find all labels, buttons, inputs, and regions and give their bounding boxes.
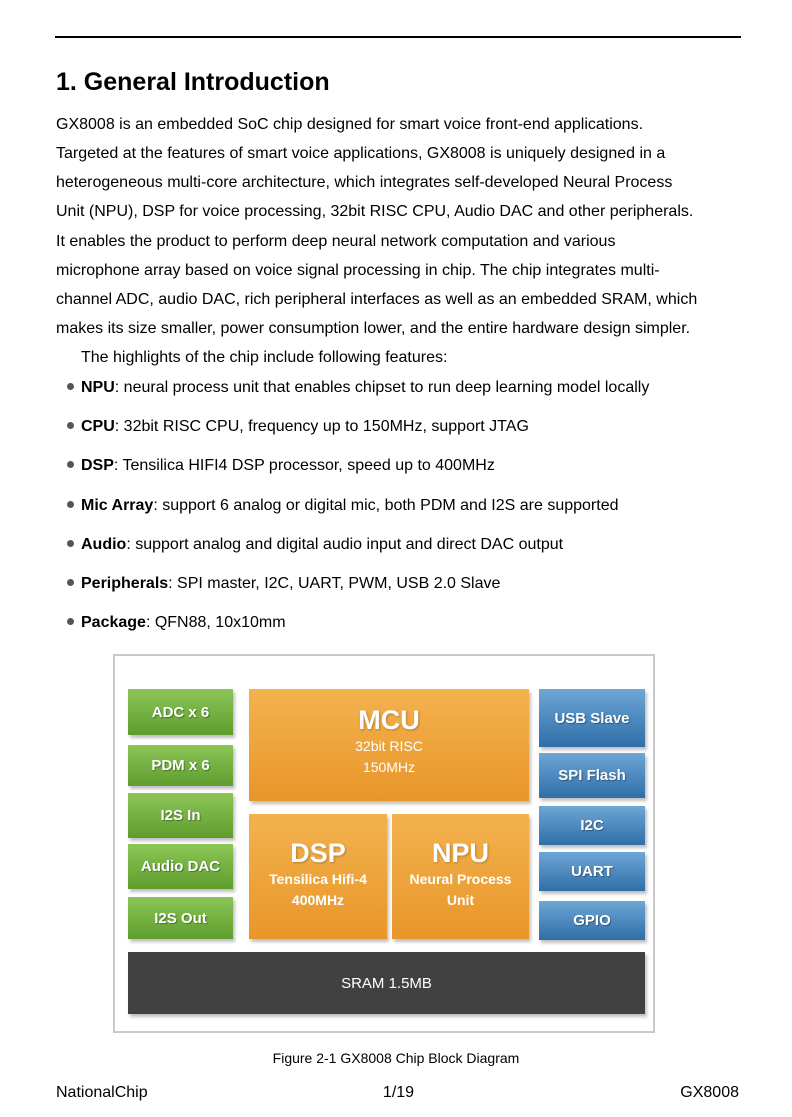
npu-line1: Neural Process [409,871,512,887]
feature-term: CPU [81,418,115,435]
feature-term: Audio [81,536,127,553]
npu-title: NPU [431,838,489,868]
feature-text: : support analog and digital audio input… [126,536,564,553]
paragraph-line: microphone array based on voice signal p… [56,262,660,279]
highlights-intro: The highlights of the chip include follo… [81,349,448,366]
feature-term: DSP [81,457,114,474]
block-usb-slave: USB Slave [539,689,645,747]
block-audio-dac: Audio DAC [128,844,233,889]
dsp-line2: 400MHz [291,892,345,908]
dsp-line1: Tensilica Hifi-4 [269,871,367,887]
feature-item: DSP: Tensilica HIFI4 DSP processor, spee… [67,456,495,476]
feature-item: Package: QFN88, 10x10mm [67,613,286,633]
section-heading: 1. General Introduction [56,68,330,96]
block-i2s-in: I2S In [128,793,233,838]
feature-text: : SPI master, I2C, UART, PWM, USB 2.0 Sl… [168,575,501,592]
paragraph-line: Targeted at the features of smart voice … [56,145,666,162]
block-sram: SRAM 1.5MB [128,952,645,1014]
feature-text: : support 6 analog or digital mic, both … [153,497,619,514]
paragraph-line: channel ADC, audio DAC, rich peripheral … [56,291,698,308]
feature-text: : Tensilica HIFI4 DSP processor, speed u… [113,457,495,474]
dsp-title: DSP [290,838,346,868]
block-spi-flash: SPI Flash [539,753,645,798]
block-adc: ADC x 6 [128,689,233,735]
feature-item: CPU: 32bit RISC CPU, frequency up to 150… [67,417,529,437]
feature-item: Audio: support analog and digital audio … [67,535,563,555]
bullet-icon [67,383,74,391]
bullet-icon [67,422,74,430]
feature-text: : QFN88, 10x10mm [145,614,286,631]
block-dsp: DSP Tensilica Hifi-4 400MHz [249,814,387,939]
footer-page-number: 1/19 [382,1084,415,1101]
paragraph-line: heterogeneous multi-core architecture, w… [56,174,673,191]
block-gpio: GPIO [539,901,645,940]
block-i2c: I2C [539,806,645,845]
block-mcu: MCU 32bit RISC 150MHz [249,689,529,801]
bullet-icon [67,618,74,626]
paragraph-line: makes its size smaller, power consumptio… [56,320,691,337]
paragraph-line: Unit (NPU), DSP for voice processing, 32… [56,203,694,220]
bullet-icon [67,540,74,548]
mcu-line1: 32bit RISC [355,738,423,754]
bullet-icon [67,461,74,469]
chip-block-diagram: ADC x 6 PDM x 6 I2S In Audio DAC I2S Out… [113,654,655,1033]
npu-line2: Unit [446,892,475,908]
block-pdm: PDM x 6 [128,745,233,786]
feature-term: Peripherals [81,575,169,592]
feature-text: : neural process unit that enables chips… [114,379,650,396]
feature-item: Peripherals: SPI master, I2C, UART, PWM,… [67,574,500,594]
bullet-icon [67,501,74,509]
feature-text: : 32bit RISC CPU, frequency up to 150MHz… [114,418,529,435]
feature-item: Mic Array: support 6 analog or digital m… [67,496,618,516]
block-npu: NPU Neural Process Unit [392,814,529,939]
footer-product: GX8008 [680,1084,739,1101]
block-uart: UART [539,852,645,891]
mcu-title: MCU [358,705,420,735]
top-rule [55,36,741,38]
footer-company: NationalChip [56,1084,148,1101]
feature-item: NPU: neural process unit that enables ch… [67,378,649,398]
paragraph-line: It enables the product to perform deep n… [56,233,616,250]
figure-caption: Figure 2-1 GX8008 Chip Block Diagram [272,1050,520,1066]
feature-term: Mic Array [81,497,154,514]
mcu-line2: 150MHz [362,759,416,775]
feature-term: Package [81,614,146,631]
feature-term: NPU [81,379,115,396]
bullet-icon [67,579,74,587]
paragraph-line: GX8008 is an embedded SoC chip designed … [56,116,644,133]
block-i2s-out: I2S Out [128,897,233,939]
